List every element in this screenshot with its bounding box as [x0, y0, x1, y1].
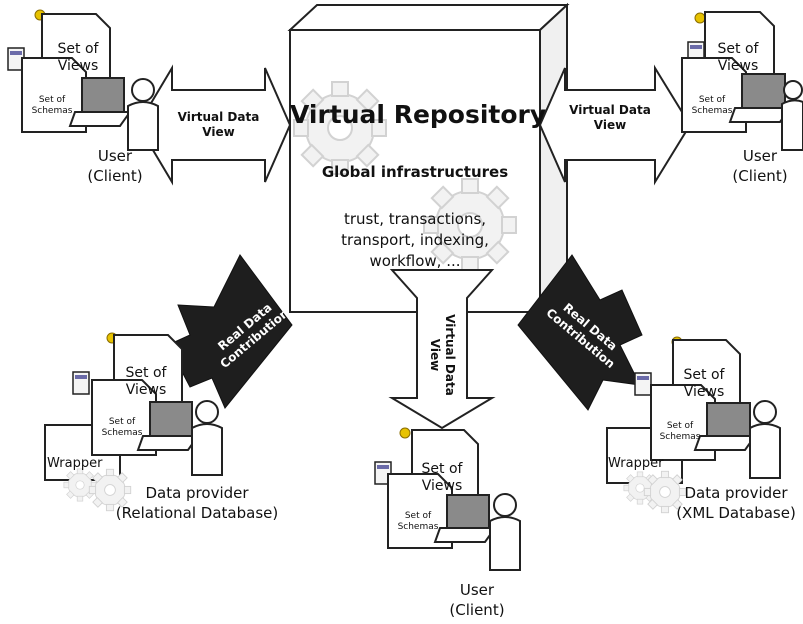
user-group-top-left	[7, 9, 159, 151]
person-head-icon	[783, 80, 803, 100]
person-head-icon	[131, 78, 155, 102]
user-group-top-right	[681, 11, 803, 151]
laptop-base-icon	[693, 435, 757, 451]
data-provider-caption: Data provider(XML Database)	[676, 484, 796, 522]
virtual-data-view-label-left: Virtual Data View	[177, 110, 260, 139]
person-body-icon	[749, 423, 781, 479]
diagram-subtitle: Global infrastructures	[321, 163, 509, 181]
laptop-base-icon	[136, 435, 200, 451]
laptop-screen-icon	[706, 402, 751, 437]
person-head-icon	[493, 493, 517, 517]
gear-badge-icon	[694, 12, 706, 24]
laptop-base-icon	[728, 107, 792, 123]
laptop-base-icon	[433, 527, 497, 543]
laptop-screen-icon	[149, 401, 193, 437]
virtual-repository-cube	[287, 2, 570, 315]
diagram-title: Virtual Repository	[290, 100, 547, 129]
laptop-screen-icon	[81, 77, 125, 113]
user-caption: User(Client)	[87, 147, 143, 185]
infrastructure-line: workflow, ...	[369, 252, 461, 270]
provider-group-left	[44, 332, 223, 512]
virtual-data-view-arrow-left	[136, 64, 292, 186]
real-data-contribution-arrow-right	[517, 254, 643, 411]
virtual-data-view-label-bottom: Virtual Data View	[428, 314, 457, 396]
laptop-base-icon	[68, 111, 132, 127]
infrastructure-list: trust, transactions, transport, indexing…	[290, 209, 540, 272]
provider-group-right	[606, 336, 781, 514]
wrapper-label: Wrapper	[608, 456, 664, 471]
person-body-icon	[489, 516, 521, 571]
virtual-data-view-label-right: Virtual Data View	[569, 103, 651, 132]
data-provider-caption: Data provider(Relational Database)	[115, 484, 279, 522]
gear-icon	[63, 468, 97, 502]
virtual-data-view-arrow-bottom	[388, 269, 496, 430]
person-head-icon	[195, 400, 219, 424]
user-group-bottom	[374, 427, 521, 571]
user-caption: User(Client)	[449, 581, 505, 619]
person-body-icon	[191, 423, 223, 476]
infrastructure-line: transport, indexing,	[341, 231, 489, 249]
person-body-icon	[127, 101, 159, 151]
laptop-screen-icon	[741, 73, 786, 109]
infrastructure-line: trust, transactions,	[343, 210, 487, 228]
user-caption: User(Client)	[732, 147, 788, 185]
gear-badge-icon	[399, 427, 411, 439]
laptop-screen-icon	[446, 494, 490, 529]
person-body-icon	[781, 99, 803, 151]
person-head-icon	[753, 400, 777, 424]
wrapper-label: Wrapper	[47, 456, 103, 471]
real-data-contribution-arrow-left	[167, 254, 293, 409]
